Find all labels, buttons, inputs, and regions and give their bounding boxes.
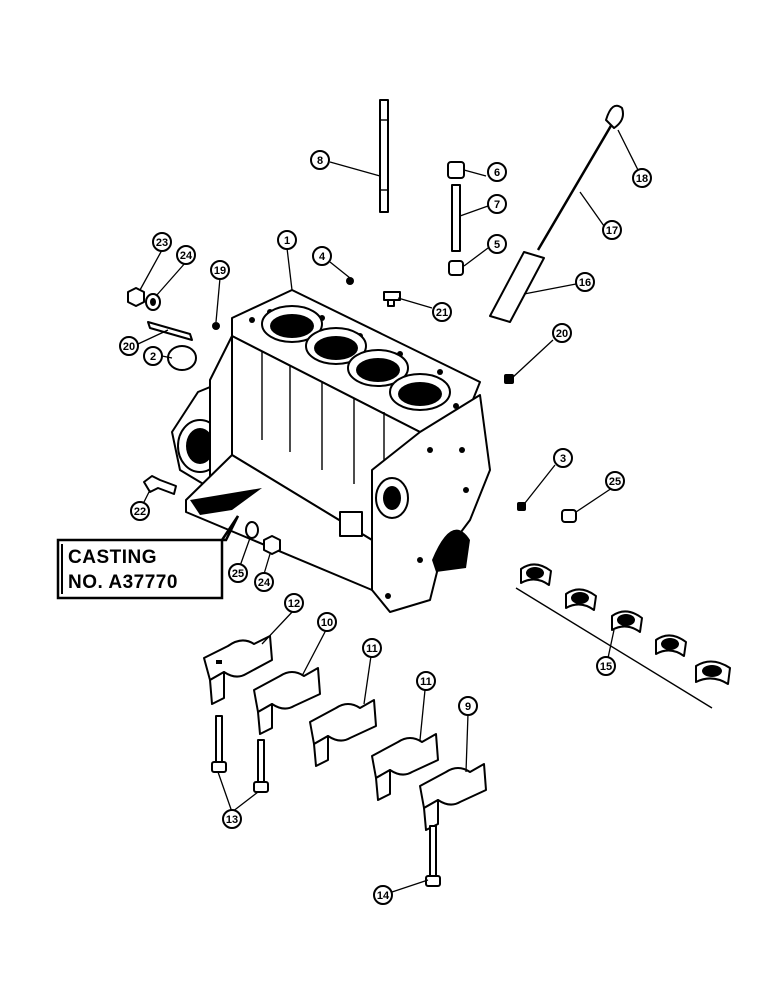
callout-12: 11: [362, 638, 382, 658]
svg-text:24: 24: [180, 250, 193, 262]
svg-text:25: 25: [232, 568, 244, 580]
callout-26: 25: [605, 471, 625, 491]
svg-text:20: 20: [123, 341, 135, 353]
svg-text:7: 7: [494, 199, 500, 211]
svg-text:25: 25: [609, 476, 621, 488]
callout-20: 19: [210, 260, 230, 280]
casting-label: CASTING NO. A37770: [56, 515, 240, 600]
callout-10: 10: [317, 612, 337, 632]
svg-text:18: 18: [636, 173, 648, 185]
svg-text:9: 9: [465, 701, 471, 713]
bearing-cap-11-b: [371, 733, 439, 801]
nut-top: [447, 161, 465, 179]
cap-bolt-b: [253, 739, 269, 793]
callout-1: 1: [277, 230, 297, 250]
washer-lower: [245, 521, 259, 539]
bearing-cap-11-a: [253, 667, 321, 735]
cap-bolt-c: [425, 825, 441, 887]
svg-text:11: 11: [366, 643, 378, 655]
callout-7: 7: [487, 194, 507, 214]
svg-text:24: 24: [258, 577, 271, 589]
casting-label-line1: CASTING: [68, 547, 157, 568]
stud-medium: [451, 184, 461, 252]
callout-15: 14: [373, 885, 393, 905]
svg-text:1: 1: [284, 235, 290, 247]
stud-long: [379, 99, 389, 213]
washer-left: [145, 293, 161, 311]
svg-text:8: 8: [317, 155, 323, 167]
casting-label-line2: NO. A37770: [68, 572, 178, 593]
main-bearing-set: [515, 563, 731, 709]
callout-19: 18: [632, 168, 652, 188]
stud-left: [147, 321, 193, 341]
bolt-left: [143, 475, 177, 495]
bearing-cap-10: [419, 763, 487, 831]
svg-text:15: 15: [600, 661, 612, 673]
svg-text:3: 3: [560, 453, 566, 465]
nut-lower: [263, 535, 281, 555]
callout-14: 13: [222, 809, 242, 829]
callouts: 1 2 3 4 5 6 7 8 9 10 11 11 12 13 14 15 1…: [119, 150, 652, 905]
callout-13: 12: [284, 593, 304, 613]
callout-25: 24: [176, 245, 196, 265]
svg-text:2: 2: [150, 351, 156, 363]
cylinder-bores: [261, 305, 451, 411]
cap-bolt-a: [211, 715, 227, 773]
callout-18: 17: [602, 220, 622, 240]
nut-left: [127, 287, 145, 307]
callout-3: 3: [553, 448, 573, 468]
dipstick-tube: [489, 251, 545, 323]
callout-17: 16: [575, 272, 595, 292]
svg-text:21: 21: [436, 307, 448, 319]
dipstick: [536, 104, 624, 251]
svg-text:22: 22: [134, 506, 146, 518]
callout-6: 6: [487, 162, 507, 182]
callout-20: 20: [552, 323, 572, 343]
svg-text:14: 14: [377, 890, 390, 902]
plug-small: [346, 277, 354, 285]
svg-text:17: 17: [606, 225, 618, 237]
plug-right: [504, 374, 514, 384]
plug-rear: [517, 502, 526, 511]
svg-text:4: 4: [319, 251, 326, 263]
svg-text:11: 11: [420, 676, 432, 688]
svg-text:10: 10: [321, 617, 333, 629]
callout-2: 2: [143, 346, 163, 366]
callout-5: 5: [487, 234, 507, 254]
dowel: [561, 509, 577, 523]
fitting: [383, 291, 401, 307]
leader-lines: [137, 129, 639, 893]
callout-4: 4: [312, 246, 332, 266]
callout-16: 15: [596, 656, 616, 676]
svg-text:5: 5: [494, 239, 500, 251]
callout-24: 23: [152, 232, 172, 252]
callout-25: 25: [228, 563, 248, 583]
bearing-cap-13: [203, 635, 273, 705]
svg-text:23: 23: [156, 237, 168, 249]
callout-11: 11: [416, 671, 436, 691]
callout-22: 21: [432, 302, 452, 322]
callout-9: 9: [458, 696, 478, 716]
callout-24: 24: [254, 572, 274, 592]
bearing-cap-12: [309, 699, 377, 767]
callout-23: 22: [130, 501, 150, 521]
callout-21: 20: [119, 336, 139, 356]
svg-text:16: 16: [579, 277, 591, 289]
svg-text:19: 19: [214, 265, 226, 277]
plug-left: [167, 345, 197, 371]
svg-text:12: 12: [288, 598, 300, 610]
callout-8: 8: [310, 150, 330, 170]
svg-text:13: 13: [226, 814, 238, 826]
spacer: [448, 260, 464, 276]
plug-small-left: [212, 322, 220, 330]
svg-text:6: 6: [494, 167, 500, 179]
svg-text:20: 20: [556, 328, 568, 340]
